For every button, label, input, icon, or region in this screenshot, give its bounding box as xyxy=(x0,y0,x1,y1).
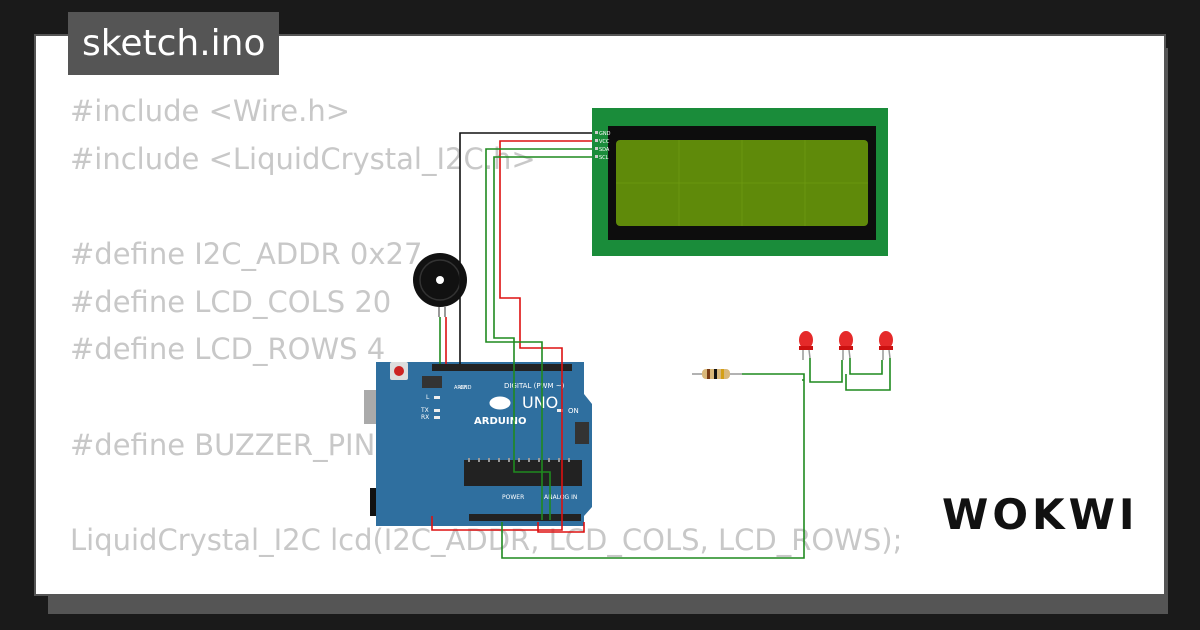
wire-red-loop xyxy=(537,522,585,533)
arduino-uno-board[interactable]: ARDUINO UNO ON DIGITAL (PWM ~) POWER ANA… xyxy=(364,362,592,526)
led-red-3[interactable] xyxy=(879,331,893,360)
analog-header-label: ANALOG IN xyxy=(544,494,577,501)
lcd-pin-sda: SDA xyxy=(599,147,610,153)
wire-lcd-gnd xyxy=(459,132,592,364)
wire-lcd-vcc xyxy=(431,140,592,531)
led-red-1[interactable] xyxy=(799,331,813,360)
aref-pin-label: AREF xyxy=(454,385,467,391)
lcd-pin-gnd: GND xyxy=(599,131,611,137)
wire-led2 xyxy=(849,358,883,375)
digital-header-label: DIGITAL (PWM ~) xyxy=(504,382,565,390)
buzzer[interactable] xyxy=(413,253,467,317)
file-tab[interactable]: sketch.ino xyxy=(68,12,280,75)
lcd-display[interactable]: GND VCC SDA SCL xyxy=(592,108,888,256)
wire-lcd-scl xyxy=(493,156,592,520)
circuit-diagram: GND VCC SDA SCL xyxy=(364,108,893,559)
arduino-on-label: ON xyxy=(568,407,579,415)
power-header-label: POWER xyxy=(502,494,524,501)
wire-led3 xyxy=(845,358,891,391)
wiring xyxy=(431,132,891,559)
arduino-model: UNO xyxy=(522,393,558,412)
wire-lcd-sda xyxy=(485,148,592,520)
rx-led-label: RX xyxy=(421,414,429,421)
led-red-2[interactable] xyxy=(839,331,853,360)
code-line: #include <Wire.h> xyxy=(70,94,351,128)
gnd-pin-label: GND xyxy=(460,385,472,391)
sketch-preview-card: #include <Wire.h> #include <LiquidCrysta… xyxy=(34,34,1166,596)
resistor[interactable] xyxy=(692,369,742,379)
l-led-label: L xyxy=(426,394,430,401)
wire-led-common xyxy=(501,373,805,559)
lcd-pin-vcc: VCC xyxy=(599,139,610,145)
code-block: #include <Wire.h> #include <LiquidCrysta… xyxy=(70,88,902,565)
code-line: #define LCD_ROWS 4 xyxy=(70,332,386,367)
arduino-brand: ARDUINO xyxy=(474,416,526,427)
code-line: #define LCD_COLS 20 xyxy=(70,284,392,319)
code-line: #include <LiquidCrystal_I2C.h> xyxy=(70,141,536,176)
wire-led1 xyxy=(809,358,843,383)
wokwi-logo: WOKWI xyxy=(942,490,1139,539)
tx-led-label: TX xyxy=(420,407,429,414)
code-line: #define I2C_ADDR 0x27 xyxy=(70,237,423,272)
code-line: LiquidCrystal_I2C lcd(I2C_ADDR, LCD_COLS… xyxy=(70,523,903,558)
lcd-pin-scl: SCL xyxy=(599,155,609,161)
code-line: #define BUZZER_PIN xyxy=(70,427,376,462)
